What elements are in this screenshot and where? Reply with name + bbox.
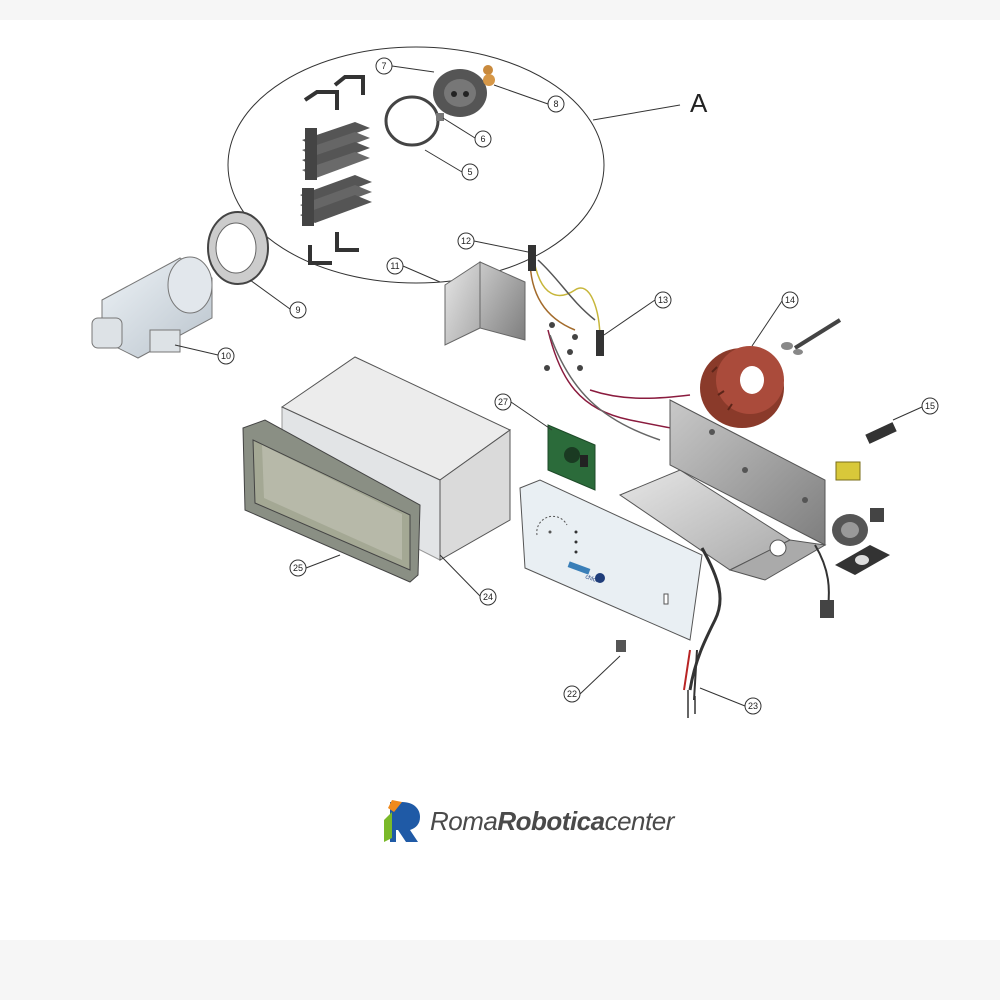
- cell-body: [91, 256, 213, 359]
- gray-band-top: [0, 0, 1000, 20]
- svg-text:8: 8: [553, 99, 558, 109]
- terminal-nuts: [483, 65, 495, 86]
- fuse-holder: [865, 422, 897, 444]
- connector-block: [528, 245, 536, 271]
- group-a-label: A: [690, 88, 708, 118]
- cable-gland: [832, 514, 868, 546]
- panel-brand-text: chlor: [584, 574, 598, 584]
- hex-nut: [616, 640, 626, 652]
- o-ring: [384, 95, 440, 147]
- gland-plate: [835, 545, 890, 575]
- svg-text:7: 7: [381, 61, 386, 71]
- callout-15: 15: [892, 397, 939, 421]
- power-plug: [820, 600, 834, 618]
- callout-5: 5: [424, 149, 479, 181]
- callout-22: 22: [563, 655, 621, 703]
- probe-cable: [683, 547, 722, 718]
- cell-cap: [433, 69, 487, 117]
- mounting-bolt: [781, 318, 842, 355]
- grommets: [544, 322, 583, 371]
- callout-14: 14: [751, 291, 799, 347]
- callout-23: 23: [699, 687, 762, 715]
- svg-text:12: 12: [461, 236, 471, 246]
- svg-text:23: 23: [748, 701, 758, 711]
- svg-text:14: 14: [785, 295, 795, 305]
- callout-10: 10: [174, 344, 235, 365]
- svg-text:11: 11: [390, 261, 399, 271]
- svg-text:25: 25: [293, 563, 303, 573]
- relay: [835, 461, 861, 481]
- svg-text:9: 9: [295, 305, 300, 315]
- svg-text:13: 13: [658, 295, 668, 305]
- brand-name: RomaRoboticacenter: [430, 805, 674, 836]
- gasket: [436, 113, 444, 121]
- callout-11: 11: [386, 257, 441, 283]
- callout-24: 24: [439, 554, 497, 606]
- window-frame: [242, 419, 421, 583]
- terminal-connector: [596, 330, 604, 356]
- callout-25: 25: [289, 554, 341, 577]
- callout-9: 9: [249, 279, 307, 319]
- callout-27: 27: [494, 393, 553, 431]
- power-cable: [814, 544, 830, 609]
- svg-text:27: 27: [498, 397, 508, 407]
- romarobotica-logo: RomaRoboticacenter: [380, 798, 674, 844]
- switch: [870, 508, 884, 522]
- electrode-plates: [300, 75, 372, 265]
- logo-mark-icon: [384, 800, 420, 842]
- group-a-ellipse: [227, 46, 605, 284]
- svg-text:22: 22: [567, 689, 577, 699]
- svg-text:10: 10: [221, 351, 231, 361]
- svg-text:5: 5: [467, 167, 472, 177]
- wiring-harness: [529, 254, 691, 441]
- lock-ring: [207, 211, 269, 285]
- toroidal-transformer: [700, 346, 784, 428]
- callout-8: 8: [493, 84, 565, 113]
- svg-text:15: 15: [925, 401, 935, 411]
- mounting-bracket: [444, 261, 526, 346]
- control-pcb: [547, 424, 596, 491]
- chassis: [618, 399, 827, 581]
- callout-13: 13: [603, 291, 672, 336]
- callout-6: 6: [442, 117, 492, 148]
- svg-text:6: 6: [480, 134, 485, 144]
- front-panel: chlor: [519, 479, 703, 641]
- gray-band-bottom: [0, 940, 1000, 1000]
- callout-12: 12: [457, 232, 529, 253]
- callout-7: 7: [375, 57, 435, 75]
- group-a-leader: [592, 104, 681, 121]
- svg-text:24: 24: [483, 592, 493, 602]
